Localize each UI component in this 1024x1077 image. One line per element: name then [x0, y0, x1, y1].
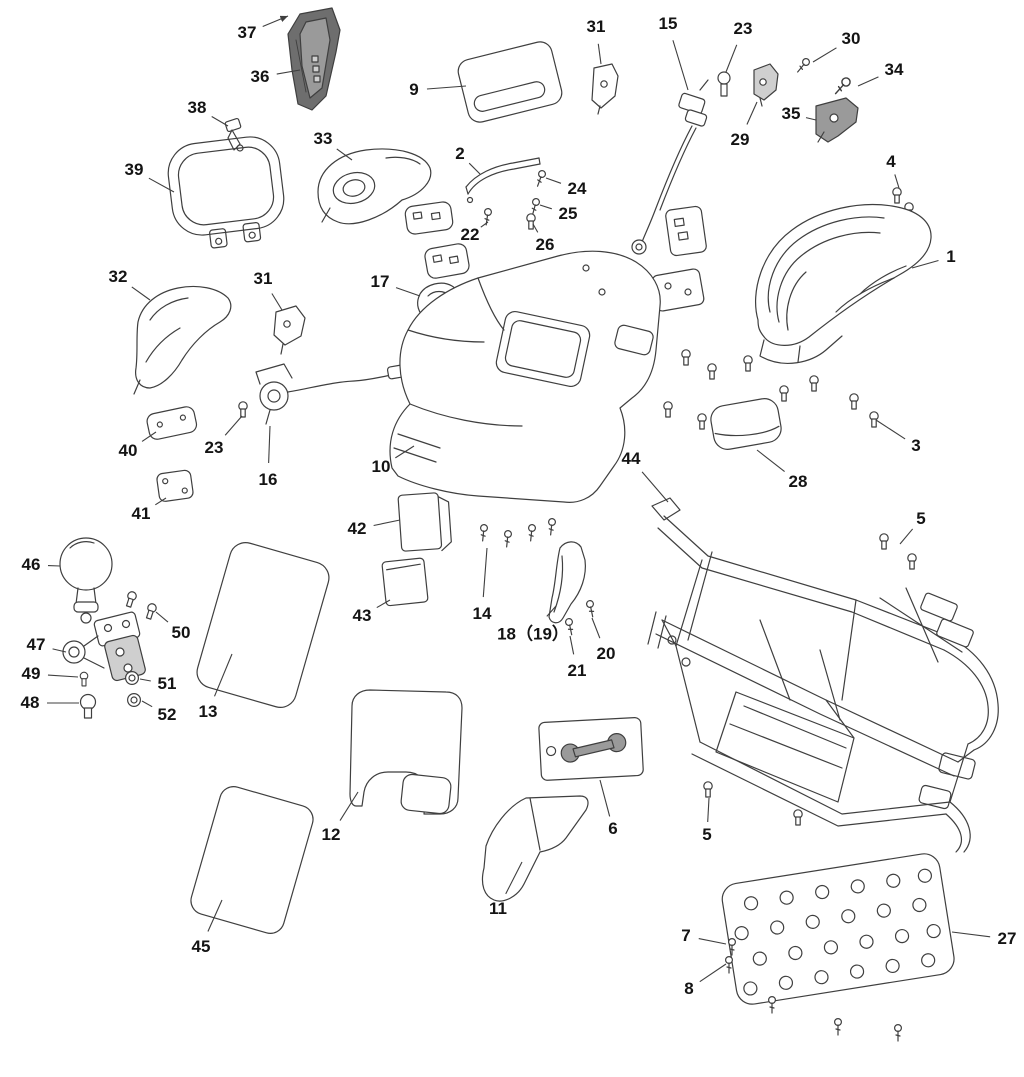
support-rod-illustration: [465, 157, 541, 204]
footrest-plate-illustration: [721, 853, 955, 1005]
leader-line: [812, 47, 837, 63]
strap-bracket-illustration: [548, 541, 586, 624]
side-panel-illustration: [190, 786, 314, 934]
frame-illustration: [647, 497, 999, 853]
leader-line: [698, 938, 727, 945]
wiring-harness-illustration: [631, 79, 709, 255]
leader-line: [746, 101, 758, 125]
leader-line: [155, 611, 169, 623]
bracket-illustration: [753, 63, 779, 107]
leader-line: [213, 653, 233, 697]
leader-line: [276, 69, 301, 75]
leader-line: [641, 471, 669, 503]
rack-illustration: [167, 136, 285, 249]
leader-line: [699, 963, 727, 983]
shift-knob-illustration: [59, 537, 113, 624]
mount-plate-illustration: [665, 205, 707, 257]
cover-plate-illustration: [457, 41, 563, 123]
leader-line: [141, 431, 157, 442]
leader-line: [224, 415, 243, 436]
leader-line: [52, 648, 67, 653]
small-plate-illustration: [381, 557, 429, 607]
mount-plate-illustration: [651, 268, 705, 312]
leader-line: [756, 449, 785, 472]
leader-line: [395, 445, 415, 459]
mudguard-illustration: [133, 285, 232, 395]
leader-line: [148, 177, 175, 193]
leader-line: [268, 425, 271, 464]
leader-line: [373, 519, 401, 527]
leader-line: [376, 599, 391, 609]
side-panel-illustration: [196, 542, 330, 708]
leader-line: [271, 293, 283, 311]
leader-line: [951, 931, 991, 938]
small-plate-illustration: [156, 469, 194, 502]
leader-line: [546, 605, 557, 617]
toolkit-illustration: [538, 717, 644, 781]
notched-panel-illustration: [349, 689, 463, 815]
leader-line: [426, 85, 467, 90]
leader-line: [131, 286, 151, 301]
leader-line: [545, 177, 562, 184]
leader-line: [805, 117, 817, 121]
leader-line: [911, 259, 939, 269]
storage-box-illustration: [710, 398, 782, 450]
leader-line: [482, 547, 488, 598]
leader-line: [47, 674, 79, 678]
leader-line: [875, 419, 906, 440]
leader-line: [155, 497, 167, 506]
leader-line: [597, 43, 602, 65]
body-panel-illustration: [389, 250, 661, 503]
bracket-illustration: [815, 97, 859, 143]
leader-line: [480, 221, 489, 228]
bracket-illustration: [273, 305, 306, 355]
leader-line: [468, 162, 481, 175]
seat-illustration: [755, 203, 932, 364]
leader-line: [894, 174, 900, 189]
leader-line: [262, 15, 289, 27]
leader-line: [725, 44, 738, 73]
mount-plate-illustration: [404, 201, 454, 235]
leader-line: [857, 76, 879, 87]
bracket-illustration: [591, 63, 619, 115]
leader-line: [139, 678, 151, 682]
strip-panel-illustration: [481, 795, 589, 902]
leader-line: [532, 223, 539, 233]
leader-line: [339, 791, 359, 821]
leader-line: [707, 797, 710, 823]
hitch-bracket-illustration: [62, 611, 146, 682]
leader-line: [599, 779, 611, 817]
leader-line: [211, 116, 229, 127]
console-illustration: [317, 148, 432, 225]
leader-line: [591, 617, 601, 639]
leader-line: [141, 700, 153, 708]
leader-line: [899, 528, 914, 545]
leader-line: [395, 287, 421, 297]
leader-line: [336, 148, 353, 161]
leader-line: [569, 635, 575, 655]
leader-line: [505, 861, 523, 895]
small-plate-illustration: [146, 406, 198, 440]
leader-line: [207, 899, 223, 932]
mount-plate-illustration: [424, 243, 470, 279]
wrench-icon: [560, 732, 627, 763]
small-plate-illustration: [397, 492, 452, 552]
bolt-icon: [79, 693, 97, 719]
leader-line: [539, 204, 552, 210]
bolt-icon: [717, 71, 731, 97]
leader-line: [672, 40, 689, 91]
dark-bracket-illustration: [287, 7, 341, 111]
